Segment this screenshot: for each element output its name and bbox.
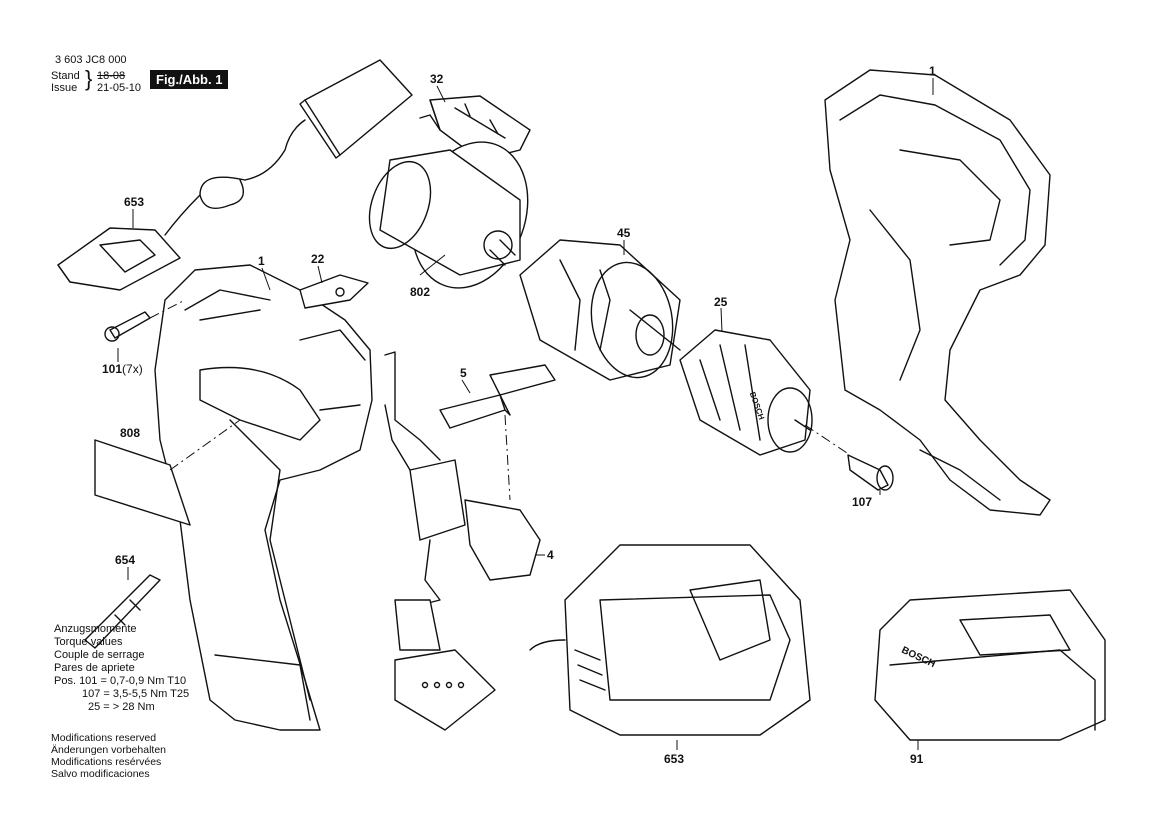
part-101-screw (104, 311, 151, 342)
stand-value: 18-08 (97, 70, 126, 82)
part-5-slider (439, 364, 556, 429)
torque-values-block: Anzugsmomente Torque values Couple de se… (54, 623, 189, 714)
callout-653-bottom: 653 (664, 752, 685, 766)
part-22-cover (299, 274, 369, 309)
torque-pos-107: 107 = 3,5-5,5 Nm T25 (82, 688, 190, 700)
part-654-bit (84, 574, 161, 649)
issue-value: 21-05-10 (97, 82, 142, 94)
brace-icon: } (85, 66, 93, 91)
torque-line-de: Anzugsmomente (54, 623, 137, 635)
callout-4: 4 (547, 548, 554, 562)
callout-32: 32 (430, 72, 444, 86)
issue-label: Issue (51, 82, 78, 94)
torque-pos-101: Pos. 101 = 0,7-0,9 Nm T10 (54, 675, 187, 687)
callout-802: 802 (410, 285, 431, 299)
torque-line-es: Pares de apriete (54, 662, 135, 674)
torque-pos-25: 25 = > 28 Nm (88, 701, 155, 713)
part-1-housing-right (824, 69, 1051, 516)
doc-number: 3 603 JC8 000 (55, 54, 127, 66)
stand-label: Stand (51, 70, 80, 82)
note-de: Änderungen vorbehalten (51, 744, 167, 756)
assembly-line-808 (169, 419, 241, 471)
modifications-notes: Modifications reserved Änderungen vorbeh… (51, 732, 166, 780)
torque-line-fr: Couple de serrage (54, 649, 145, 661)
callout-808: 808 (120, 426, 141, 440)
callout-1-left-housing: 1 (258, 254, 265, 268)
part-4-switch (384, 351, 541, 731)
part-808-label (94, 439, 191, 526)
figure-tag: Fig./Abb. 1 (150, 70, 229, 89)
torque-line-en: Torque values (54, 636, 123, 648)
callout-101: 101(7x) (102, 362, 143, 376)
callout-653-top: 653 (124, 195, 145, 209)
assembly-line-101 (149, 299, 186, 319)
assembly-line-5 (504, 414, 511, 501)
part-32-battery-contact (419, 95, 531, 161)
note-fr: Modifications resérvées (51, 756, 162, 768)
note-en: Modifications reserved (51, 732, 157, 744)
part-91-battery (874, 589, 1106, 741)
part-45-gearbox (519, 239, 681, 381)
callout-22: 22 (311, 252, 325, 266)
callout-5: 5 (460, 366, 467, 380)
callout-45: 45 (617, 226, 631, 240)
callout-1-right-housing: 1 (929, 64, 936, 78)
callout-107: 107 (852, 495, 873, 509)
callout-25: 25 (714, 295, 728, 309)
part-107-screw (847, 454, 894, 491)
note-es: Salvo modificaciones (51, 768, 150, 780)
callout-654: 654 (115, 553, 136, 567)
part-653-charger (529, 544, 811, 736)
part-25-chuck (679, 329, 813, 456)
part-802-motor (368, 141, 529, 289)
assembly-line-107 (804, 424, 851, 456)
part-653-contact-housing (57, 227, 181, 291)
part-653-charger-plug (164, 59, 413, 236)
callout-91: 91 (910, 752, 924, 766)
